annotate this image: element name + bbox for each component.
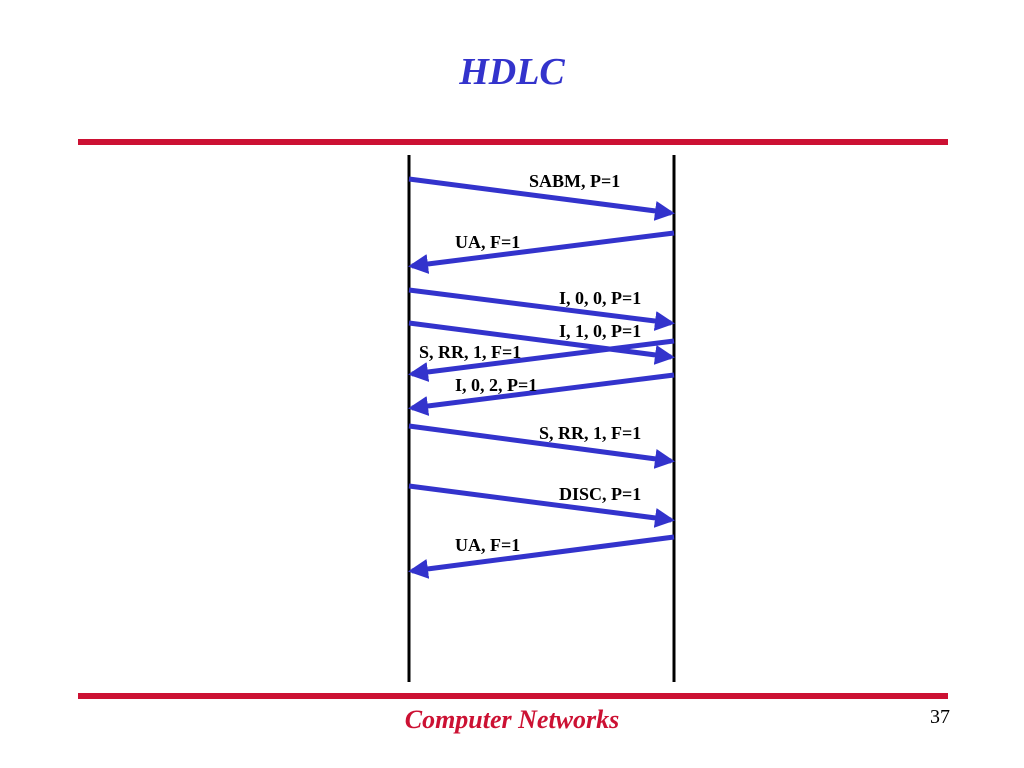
message-arrow-i-0-0: [408, 287, 675, 331]
slide-page-number: 37: [930, 706, 950, 728]
message-label-i-0-2: I, 0, 2, P=1: [455, 375, 537, 395]
top-divider: [78, 139, 948, 145]
message-label-sabm: SABM, P=1: [529, 171, 620, 191]
message-arrow-disc: [408, 483, 675, 528]
message-arrow-s-rr-1-station-a: [408, 423, 675, 469]
footer-course-title: Computer Networks: [404, 705, 620, 734]
message-label-i-0-0: I, 0, 0, P=1: [559, 288, 641, 308]
message-label-ua-1: UA, F=1: [455, 232, 520, 252]
message-label-s-rr-1-station-a: S, RR, 1, F=1: [539, 423, 641, 443]
message-label-ua-2: UA, F=1: [455, 535, 520, 555]
message-arrow-ua-1: [408, 230, 675, 274]
bottom-divider: [78, 693, 948, 699]
message-arrow-s-rr-1-f: [408, 338, 675, 382]
slide-title: HDLC: [459, 51, 565, 93]
message-label-i-1-0: I, 1, 0, P=1: [559, 321, 641, 341]
message-arrow-i-1-0: [408, 320, 675, 365]
message-label-disc: DISC, P=1: [559, 484, 641, 504]
message-arrow-ua-2: [408, 534, 675, 579]
message-label-s-rr-1-f: S, RR, 1, F=1: [419, 342, 521, 362]
message-arrow-i-0-2: [408, 372, 675, 416]
message-arrow-sabm: [408, 176, 675, 221]
